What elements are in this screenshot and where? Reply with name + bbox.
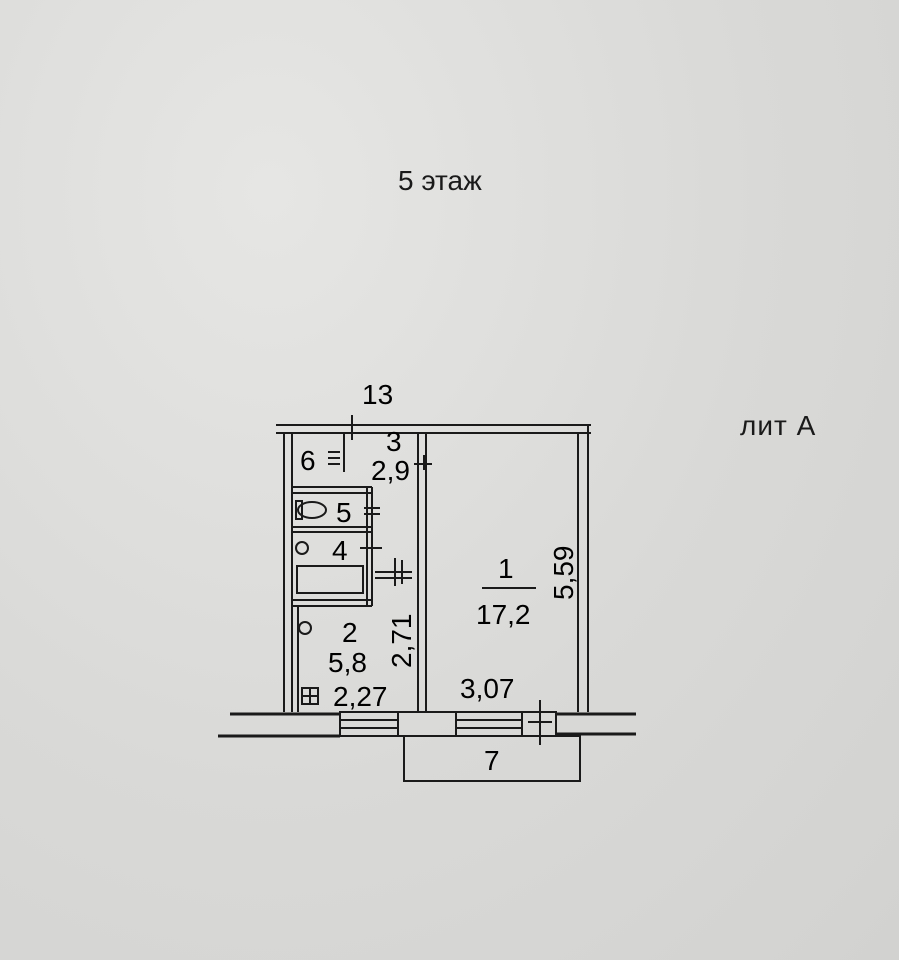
label-room-1-area: 17,2 <box>476 599 531 630</box>
label-room-2-area: 5,8 <box>328 647 367 678</box>
sink-symbol <box>295 541 309 555</box>
label-13: 13 <box>362 379 393 410</box>
label-room-4: 4 <box>332 535 348 566</box>
bathtub <box>296 565 364 594</box>
dim-room2-width: 2,27 <box>333 681 388 712</box>
label-room-5: 5 <box>336 497 352 528</box>
window-left <box>339 711 399 737</box>
balcony <box>403 735 581 782</box>
label-balcony-7: 7 <box>484 745 500 776</box>
label-room-1: 1 <box>498 553 514 584</box>
building-letter-label: лит А <box>740 410 817 441</box>
window-right <box>455 711 523 737</box>
label-room-6: 6 <box>300 445 316 476</box>
kitchen-sink-symbol <box>298 621 312 635</box>
label-room-3-area: 2,9 <box>371 455 410 486</box>
dim-room2-height: 2,71 <box>386 614 417 669</box>
dim-room1-width: 3,07 <box>460 673 515 704</box>
toilet-symbol <box>297 501 327 519</box>
floor-title: 5 этаж <box>398 165 482 196</box>
label-room-3: 3 <box>386 426 402 457</box>
dim-room1-height: 5,59 <box>548 546 579 601</box>
wall-pier <box>397 711 457 737</box>
label-room-2: 2 <box>342 617 358 648</box>
